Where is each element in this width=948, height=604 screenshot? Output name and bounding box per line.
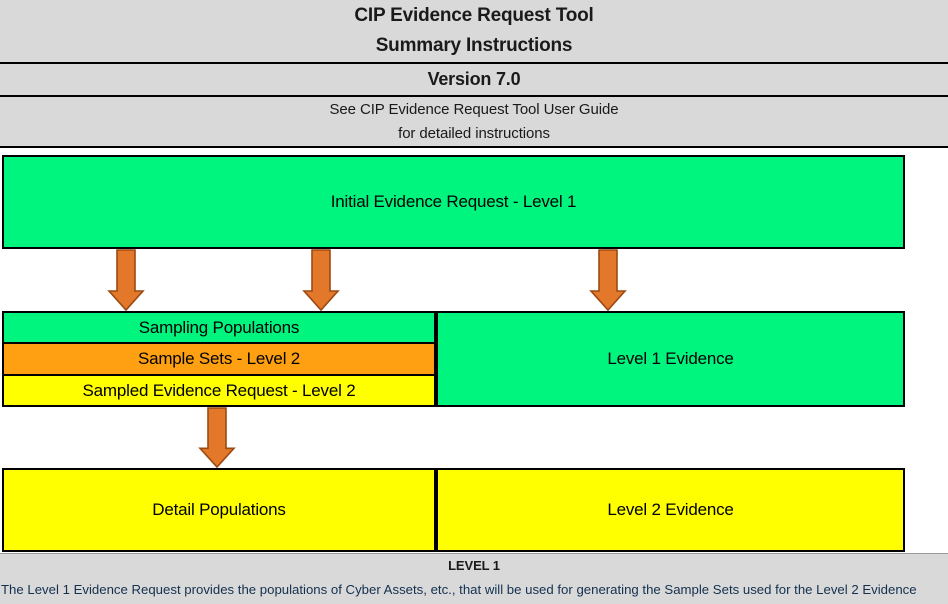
arrow-initial-to-samplesets (302, 249, 340, 312)
user-guide-note-line-1: See CIP Evidence Request Tool User Guide (329, 100, 619, 118)
box-detail-populations-label: Detail Populations (152, 500, 286, 519)
page-title-line-2: Summary Instructions (375, 35, 573, 56)
footer-description-text: The Level 1 Evidence Request provides th… (1, 582, 917, 597)
box-sample-sets-label: Sample Sets - Level 2 (137, 349, 301, 368)
box-sample-sets-level-2[interactable]: Sample Sets - Level 2 (2, 343, 436, 375)
box-initial-evidence-request-level-1[interactable]: Initial Evidence Request - Level 1 (2, 155, 905, 249)
down-arrow-icon (589, 249, 627, 312)
box-level-1-evidence-label: Level 1 Evidence (607, 349, 734, 368)
down-arrow-icon (198, 407, 236, 469)
version-label: Version 7.0 (427, 69, 521, 89)
user-guide-note-block: See CIP Evidence Request Tool User Guide… (0, 97, 948, 148)
box-initial-evidence-request-label: Initial Evidence Request - Level 1 (330, 192, 577, 211)
box-level-1-evidence[interactable]: Level 1 Evidence (436, 311, 905, 407)
box-detail-populations[interactable]: Detail Populations (2, 468, 436, 552)
arrow-initial-to-sampling (107, 249, 145, 312)
user-guide-note-line-2: for detailed instructions (398, 124, 550, 142)
box-sampled-evidence-request-level-2[interactable]: Sampled Evidence Request - Level 2 (2, 375, 436, 407)
version-block: Version 7.0 (0, 64, 948, 97)
footer-description-row: The Level 1 Evidence Request provides th… (0, 575, 948, 604)
box-level-2-evidence-label: Level 2 Evidence (607, 500, 734, 519)
down-arrow-icon (107, 249, 145, 312)
box-sampling-populations-label: Sampling Populations (138, 317, 300, 337)
box-sampled-evidence-request-label: Sampled Evidence Request - Level 2 (82, 380, 356, 400)
footer-section-label: LEVEL 1 (448, 557, 500, 573)
box-sampling-populations[interactable]: Sampling Populations (2, 311, 436, 343)
down-arrow-icon (302, 249, 340, 312)
page-title-line-1: CIP Evidence Request Tool (354, 5, 594, 26)
arrow-initial-to-level1evidence (589, 249, 627, 312)
page-title-block: CIP Evidence Request Tool Summary Instru… (0, 0, 948, 64)
box-level-2-evidence[interactable]: Level 2 Evidence (436, 468, 905, 552)
arrow-sampledreq-to-detailpop (198, 407, 236, 469)
footer-section-label-row: LEVEL 1 (0, 553, 948, 576)
